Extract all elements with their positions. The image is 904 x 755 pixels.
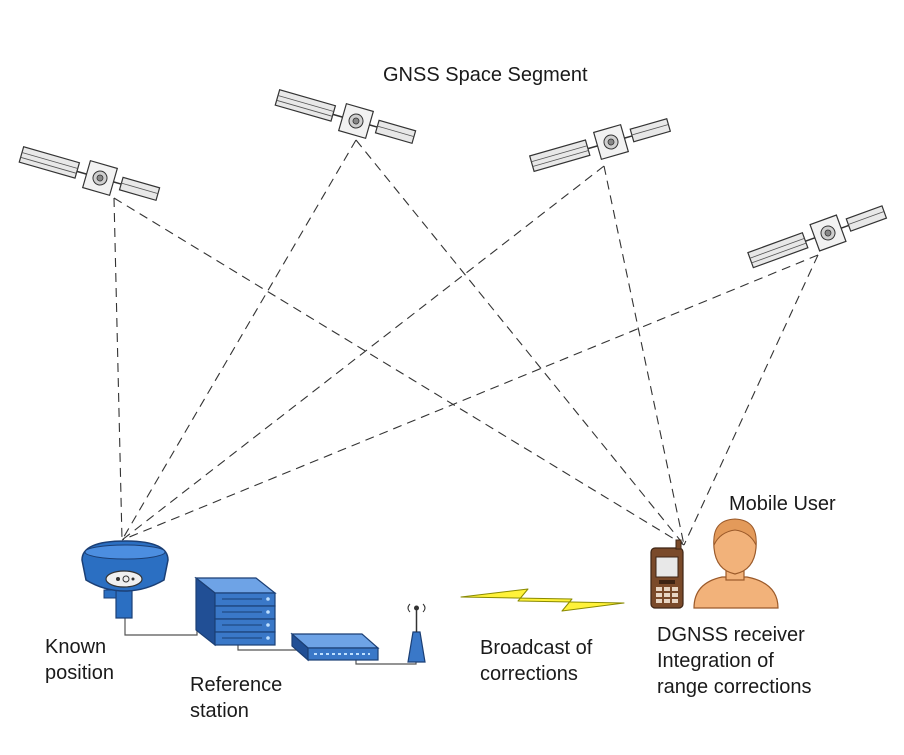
satellite-icon: [16, 141, 163, 209]
user-icon: [693, 518, 779, 609]
mobile-phone-icon: [650, 539, 684, 609]
signal-line: [121, 139, 357, 541]
signal-line: [121, 165, 605, 541]
signal-line: [113, 197, 685, 546]
signal-lines: [113, 139, 819, 546]
gnss-antenna-icon: [81, 540, 169, 619]
known-position-label-line: Known: [45, 636, 107, 658]
reference-station-label-line: station: [190, 700, 249, 722]
mobile-user-label: Mobile User: [729, 493, 836, 515]
satellite-icon: [745, 198, 890, 275]
dgnss-receiver-label-line: Integration of: [657, 650, 774, 672]
signal-line: [603, 165, 685, 546]
network-switch-icon: [290, 632, 380, 662]
reference-station-label: Reference station: [190, 672, 282, 724]
broadcast-label: Broadcast of corrections: [480, 635, 592, 687]
radio-antenna-icon: [407, 603, 426, 663]
diagram-title: GNSS Space Segment: [383, 64, 588, 86]
reference-station-label-line: Reference: [190, 674, 283, 696]
lightning-icon: [460, 588, 625, 612]
signal-line: [113, 197, 123, 541]
dgnss-receiver-label-line: DGNSS receiver: [657, 624, 805, 646]
broadcast-label-line: corrections: [480, 663, 578, 685]
server-rack-icon: [194, 576, 277, 647]
signal-line: [121, 254, 819, 541]
dgnss-receiver-label-line: range corrections: [657, 676, 812, 698]
signal-line: [355, 139, 685, 546]
known-position-label-line: position: [45, 662, 114, 684]
dgnss-receiver-label: DGNSS receiver Integration of range corr…: [657, 622, 812, 700]
satellite-icon: [272, 84, 419, 152]
signal-line: [683, 254, 819, 546]
broadcast-label-line: Broadcast of: [480, 637, 593, 659]
known-position-label: Known position: [45, 634, 114, 686]
